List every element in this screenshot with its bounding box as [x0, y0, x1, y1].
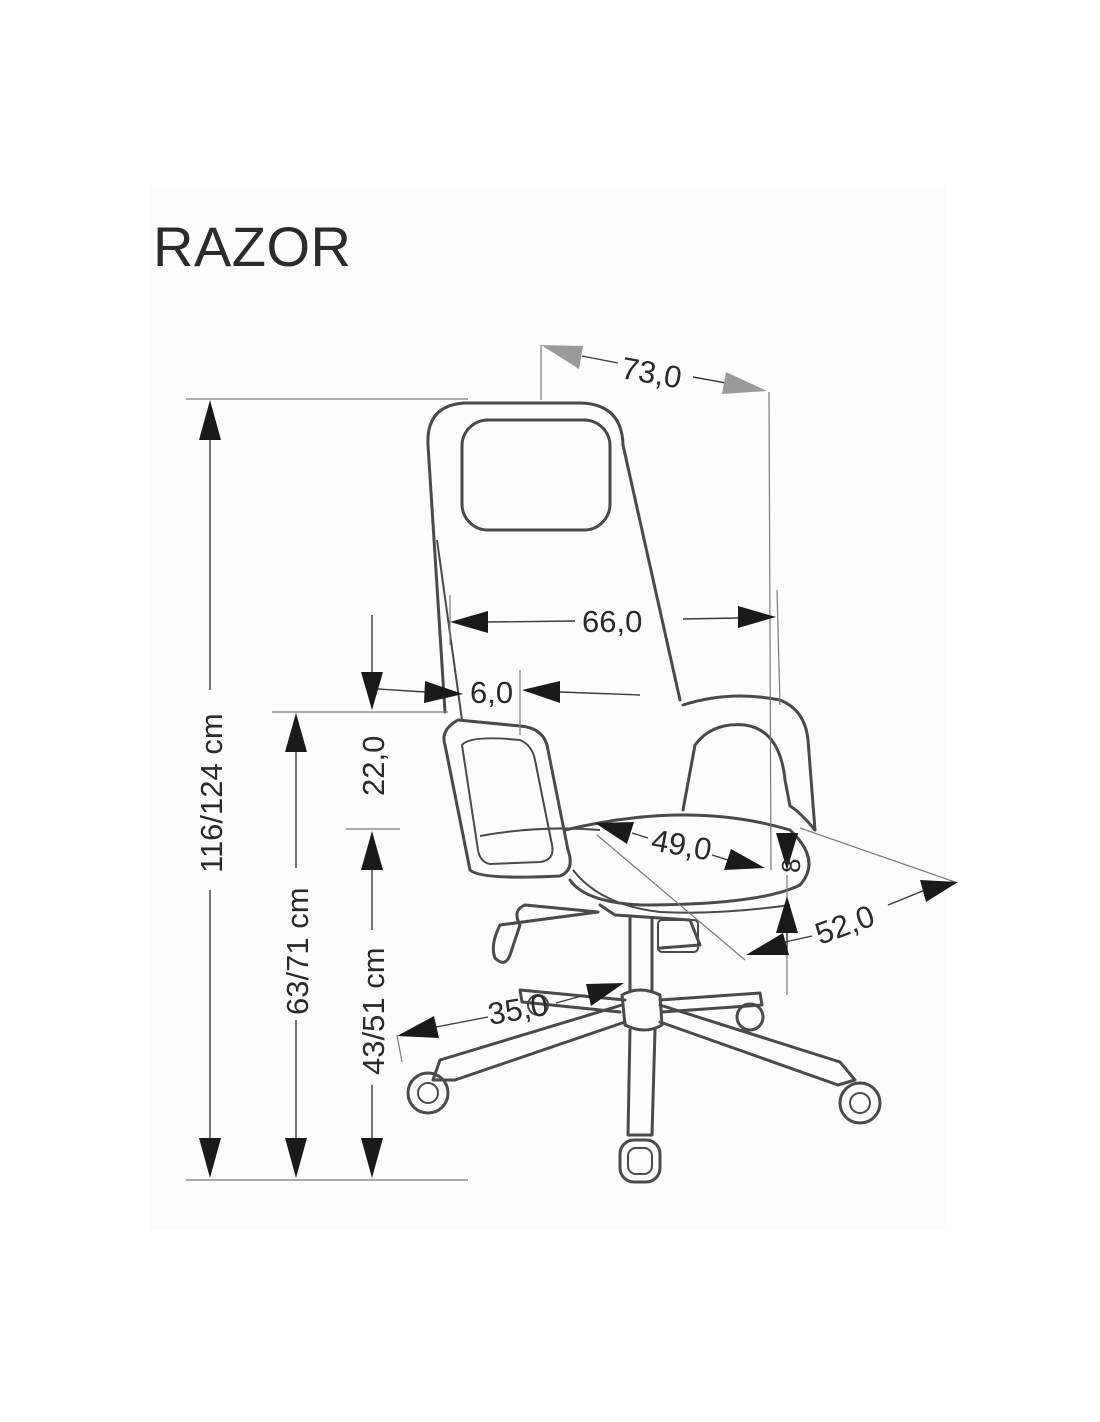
arrowhead	[722, 372, 767, 394]
seat-front-edge	[572, 869, 791, 914]
dimension-total-height: 116/124 cm	[194, 400, 229, 1178]
caster-back-left	[527, 994, 549, 1016]
overall-width-label: 73,0	[619, 350, 685, 395]
seat-back-edge	[479, 827, 601, 837]
right-armrest	[681, 694, 817, 832]
dimension-seat-depth: 49,0	[595, 822, 765, 870]
base-leg-right	[658, 1003, 857, 1087]
arrowhead	[199, 1138, 221, 1178]
dimension-armrest-floor-height: 63/71 cm	[280, 713, 315, 1178]
arrowhead	[199, 400, 221, 440]
base-leg-back-left	[518, 988, 627, 1014]
headrest	[460, 418, 612, 532]
dimension-base-radius: 35,0	[397, 983, 624, 1038]
total-depth-label: 52,0	[810, 898, 879, 952]
backrest-outline	[426, 401, 682, 714]
seat-height-label: 43/51 cm	[356, 947, 391, 1075]
armrest-floor-height-label: 63/71 cm	[280, 887, 315, 1015]
armrest-width-label: 6,0	[470, 675, 513, 710]
seat-depth-label: 49,0	[649, 822, 715, 867]
caster-back-right	[735, 1002, 765, 1032]
base-hub	[620, 988, 664, 1032]
base-radius-label: 35,0	[485, 987, 551, 1032]
caster-left	[406, 1071, 450, 1115]
product-title: RAZOR	[153, 215, 352, 278]
gas-lift-cover	[657, 919, 699, 953]
left-armrest-inner	[460, 737, 554, 866]
dimension-seat-thickness: 8	[776, 833, 806, 950]
dimension-seat-width: 66,0	[450, 604, 776, 639]
dimension-armrest-height: 22,0	[356, 615, 391, 796]
total-height-label: 116/124 cm	[194, 713, 229, 873]
extension-lines	[186, 345, 956, 1181]
dimension-total-depth: 52,0	[746, 880, 958, 955]
seat-thickness-label: 8	[776, 859, 806, 873]
armrest-height-label: 22,0	[356, 736, 391, 796]
base-leg-left	[431, 1003, 627, 1082]
seat-cushion	[563, 813, 811, 907]
caster-right	[838, 1081, 882, 1125]
seat-width-label: 66,0	[582, 604, 642, 639]
gas-cylinder	[628, 916, 654, 992]
drawing-background	[150, 185, 945, 1230]
dimension-overall-width: 73,0	[541, 345, 767, 395]
base-leg-front	[626, 1028, 657, 1137]
dimension-armrest-width: 6,0	[377, 675, 641, 710]
arrowhead	[541, 345, 583, 369]
dimension-seat-height: 43/51 cm	[356, 831, 391, 1178]
caster-front	[618, 1138, 662, 1184]
chair-illustration	[406, 401, 882, 1184]
tilt-lever	[491, 903, 600, 964]
base-leg-back-right	[658, 991, 764, 1014]
left-armrest	[442, 718, 572, 879]
